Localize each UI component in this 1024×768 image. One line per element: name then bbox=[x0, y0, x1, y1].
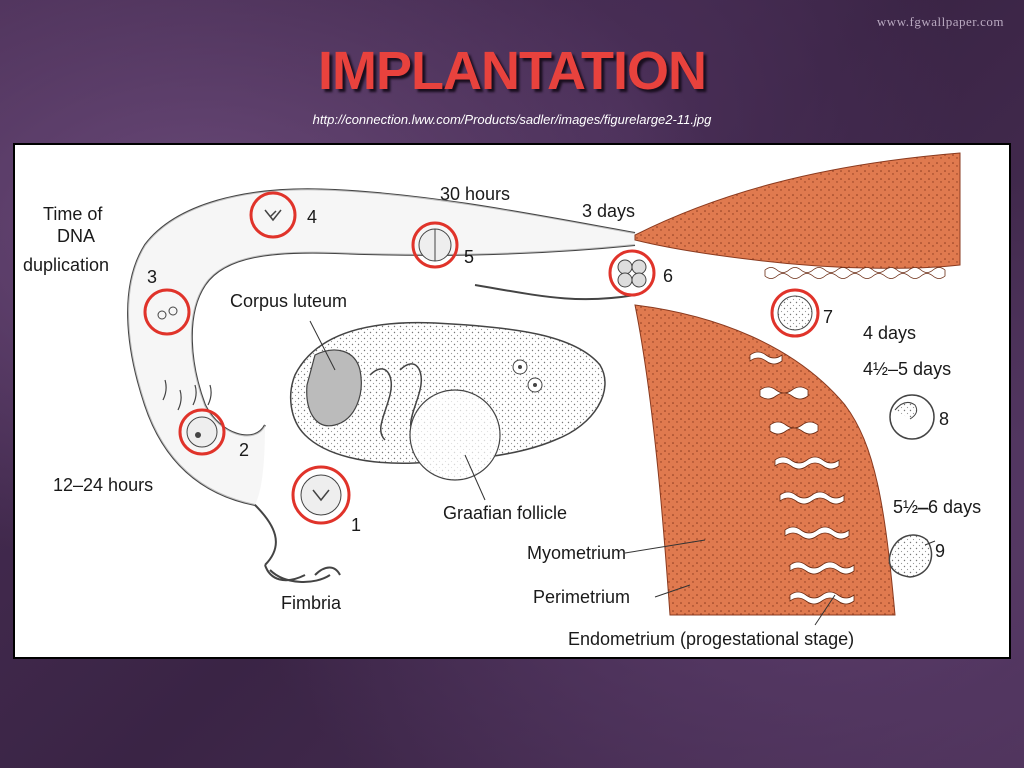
label-30-hours: 30 hours bbox=[440, 184, 510, 204]
stage-7-morula bbox=[770, 288, 820, 338]
stage-number-9: 9 bbox=[935, 541, 945, 561]
stage-1-oocyte bbox=[291, 465, 351, 525]
label-duplication: duplication bbox=[23, 255, 109, 275]
label-4-5-days: 4½–5 days bbox=[863, 359, 951, 379]
stage-number-2: 2 bbox=[239, 440, 249, 460]
ovary bbox=[289, 321, 606, 481]
slide-title: IMPLANTATION bbox=[318, 41, 707, 101]
label-corpus-luteum: Corpus luteum bbox=[230, 291, 347, 311]
pointer-lines bbox=[309, 320, 936, 626]
label-dna: DNA bbox=[57, 226, 95, 246]
implantation-diagram: Time of DNA duplication 30 hours 3 days … bbox=[23, 152, 981, 649]
stage-number-5: 5 bbox=[464, 247, 474, 267]
stage-3-pronuclei bbox=[143, 288, 191, 336]
stage-4-cleavage bbox=[249, 191, 297, 239]
stage-number-3: 3 bbox=[147, 267, 157, 287]
label-12-24-hours: 12–24 hours bbox=[53, 475, 153, 495]
source-url: http://connection.lww.com/Products/sadle… bbox=[312, 112, 712, 127]
stage-6-four-cell bbox=[608, 249, 656, 297]
stage-9-implanting bbox=[888, 534, 933, 578]
diagram-labels: Time of DNA duplication 30 hours 3 days … bbox=[23, 184, 981, 649]
label-4-days: 4 days bbox=[863, 323, 916, 343]
diagram-panel: Time of DNA duplication 30 hours 3 days … bbox=[13, 143, 1011, 659]
stage-8-blastocyst bbox=[889, 394, 935, 440]
uterus-lower-wall bbox=[634, 267, 946, 616]
stage-number-4: 4 bbox=[307, 207, 317, 227]
stage-number-7: 7 bbox=[823, 307, 833, 327]
label-endometrium: Endometrium (progestational stage) bbox=[568, 629, 854, 649]
label-time-of: Time of bbox=[43, 204, 103, 224]
watermark: www.fgwallpaper.com bbox=[876, 14, 1004, 29]
label-myometrium: Myometrium bbox=[527, 543, 626, 563]
stage-number-1: 1 bbox=[351, 515, 361, 535]
label-5-6-days: 5½–6 days bbox=[893, 497, 981, 517]
uterus-upper-wall bbox=[634, 152, 961, 269]
stage-number-6: 6 bbox=[663, 266, 673, 286]
label-fimbria: Fimbria bbox=[281, 593, 342, 613]
label-3-days: 3 days bbox=[582, 201, 635, 221]
label-perimetrium: Perimetrium bbox=[533, 587, 630, 607]
stage-5-two-cell bbox=[411, 221, 459, 269]
label-graafian-follicle: Graafian follicle bbox=[443, 503, 567, 523]
stage-number-8: 8 bbox=[939, 409, 949, 429]
stage-markers bbox=[143, 191, 935, 578]
stage-2-fertilization bbox=[162, 379, 226, 456]
